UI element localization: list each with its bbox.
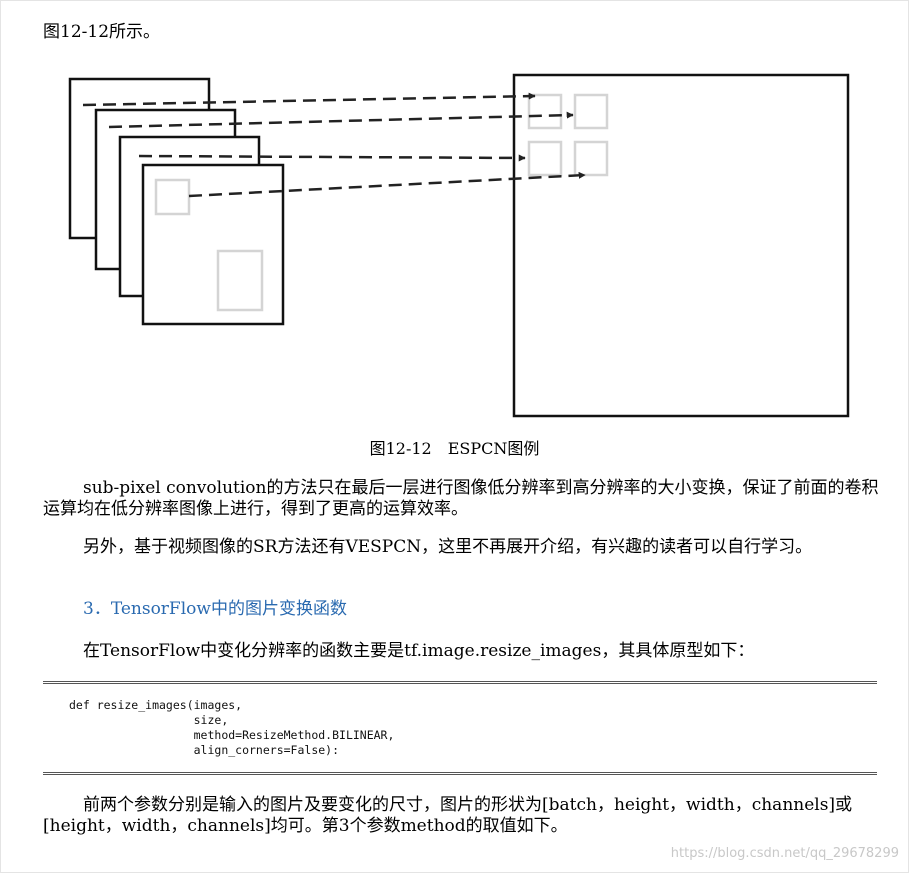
code-top-rule xyxy=(43,681,877,684)
figure-caption: 图12-12 ESPCN图例 xyxy=(369,439,540,458)
intro-text: 图12-12所示。 xyxy=(43,22,161,42)
espcn-diagram xyxy=(68,73,850,418)
section-heading: 3．TensorFlow中的图片变换函数 xyxy=(83,599,347,619)
paragraph-vespcn: 另外，基于视频图像的SR方法还有VESPCN，这里不再展开介绍，有兴趣的读者可以… xyxy=(83,537,813,557)
espcn-figure xyxy=(43,64,877,429)
code-block: def resize_images(images, size, method=R… xyxy=(69,698,395,757)
code-bottom-rule xyxy=(43,772,877,775)
high-res-output xyxy=(512,73,850,418)
source-region-square xyxy=(216,249,264,312)
watermark: https://blog.csdn.net/qq_29678299 xyxy=(670,846,899,861)
arrow-map1 xyxy=(82,92,536,107)
output-pixel-br xyxy=(573,140,609,177)
paragraph-subpixel: sub-pixel convolution的方法只在最后一层进行图像低分辨率到高… xyxy=(43,478,879,519)
arrow-map3 xyxy=(138,154,526,162)
arrow-map2 xyxy=(108,111,574,129)
output-pixel-bl xyxy=(527,140,563,177)
output-pixel-tl xyxy=(527,93,563,130)
paragraph-params: 前两个参数分别是输入的图片及要变化的尺寸，图片的形状为[batch，height… xyxy=(43,795,853,836)
paragraph-resize-intro: 在TensorFlow中变化分辨率的函数主要是tf.image.resize_i… xyxy=(83,641,755,661)
source-pixel-square xyxy=(154,178,191,216)
arrow-map4 xyxy=(188,171,586,198)
output-pixel-tr xyxy=(573,93,609,130)
